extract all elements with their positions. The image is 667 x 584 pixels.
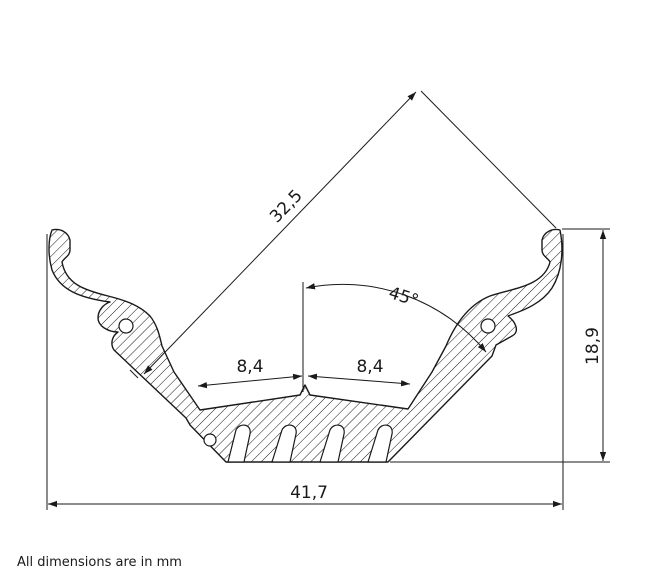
width-label: 41,7 <box>290 483 328 503</box>
height-dimension: 18,9 <box>390 228 610 463</box>
units-footnote: All dimensions are in mm <box>17 555 182 570</box>
diagonal-extension-left <box>129 369 139 379</box>
cooling-slot-2 <box>271 424 297 463</box>
angle-label: 45° <box>386 283 421 311</box>
right-screw-channel <box>480 318 496 334</box>
cooling-slot-4 <box>367 424 393 463</box>
cooling-slot-1 <box>227 424 251 463</box>
right-span-dimension: 8,4 <box>307 357 411 387</box>
base-groove-left <box>203 433 217 447</box>
diagonal-extension-right <box>420 90 557 229</box>
cooling-slot-3 <box>319 424 345 463</box>
width-dimension: 41,7 <box>46 234 564 510</box>
angle-arc <box>305 283 487 353</box>
height-label: 18,9 <box>583 327 603 365</box>
diagonal-label: 32,5 <box>266 186 307 227</box>
right-span-label: 8,4 <box>356 357 383 377</box>
left-span-dimension: 8,4 <box>197 357 303 389</box>
diagonal-dim-line <box>143 91 417 375</box>
left-span-dim-line <box>197 373 303 389</box>
right-span-dim-line <box>307 373 411 387</box>
left-span-label: 8,4 <box>236 357 263 377</box>
profile-outline <box>48 228 563 463</box>
left-screw-channel <box>118 318 134 334</box>
profile-section <box>48 228 563 463</box>
